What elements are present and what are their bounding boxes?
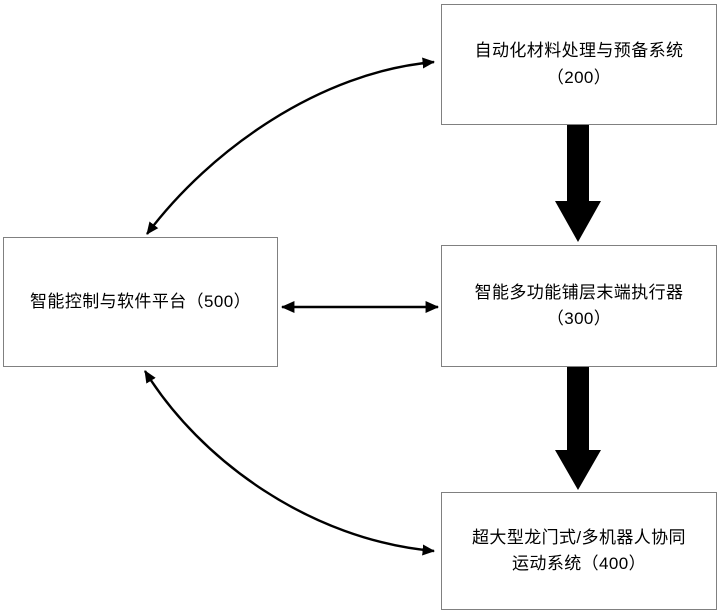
- edge-curve-platform-motion: [143, 370, 435, 556]
- node-ultra-large-gantry-multi-robot-motion-system[interactable]: 超大型龙门式/多机器人协同 运动系统（400）: [441, 492, 717, 610]
- edge-block-endeffector-motion: [555, 367, 601, 490]
- edge-block-material-endeffector: [555, 125, 601, 242]
- edge-thick-block-arrow-material-system-to-end-effector[interactable]: [556, 125, 601, 245]
- node-intelligent-multifunction-layup-end-effector[interactable]: 智能多功能铺层末端执行器 （300）: [441, 245, 717, 367]
- node-label-200: 自动化材料处理与预备系统 （200）: [474, 41, 684, 87]
- edge-curved-bidirectional-arrow-platform-to-material-system[interactable]: [130, 30, 450, 245]
- edge-curved-bidirectional-arrow-platform-to-motion-system[interactable]: [130, 365, 450, 560]
- node-label-500: 智能控制与软件平台（500）: [30, 291, 251, 311]
- node-label-400: 超大型龙门式/多机器人协同 运动系统（400）: [472, 527, 686, 573]
- node-intelligent-control-software-platform[interactable]: 智能控制与软件平台（500）: [3, 237, 278, 367]
- edge-bidirectional-arrow-platform-to-end-effector[interactable]: [278, 292, 442, 322]
- edge-thick-block-arrow-end-effector-to-motion-system[interactable]: [556, 367, 601, 492]
- node-label-300: 智能多功能铺层末端执行器 （300）: [474, 282, 684, 328]
- node-automated-material-handling-system[interactable]: 自动化材料处理与预备系统 （200）: [441, 4, 717, 125]
- edge-curve-platform-material: [146, 57, 435, 235]
